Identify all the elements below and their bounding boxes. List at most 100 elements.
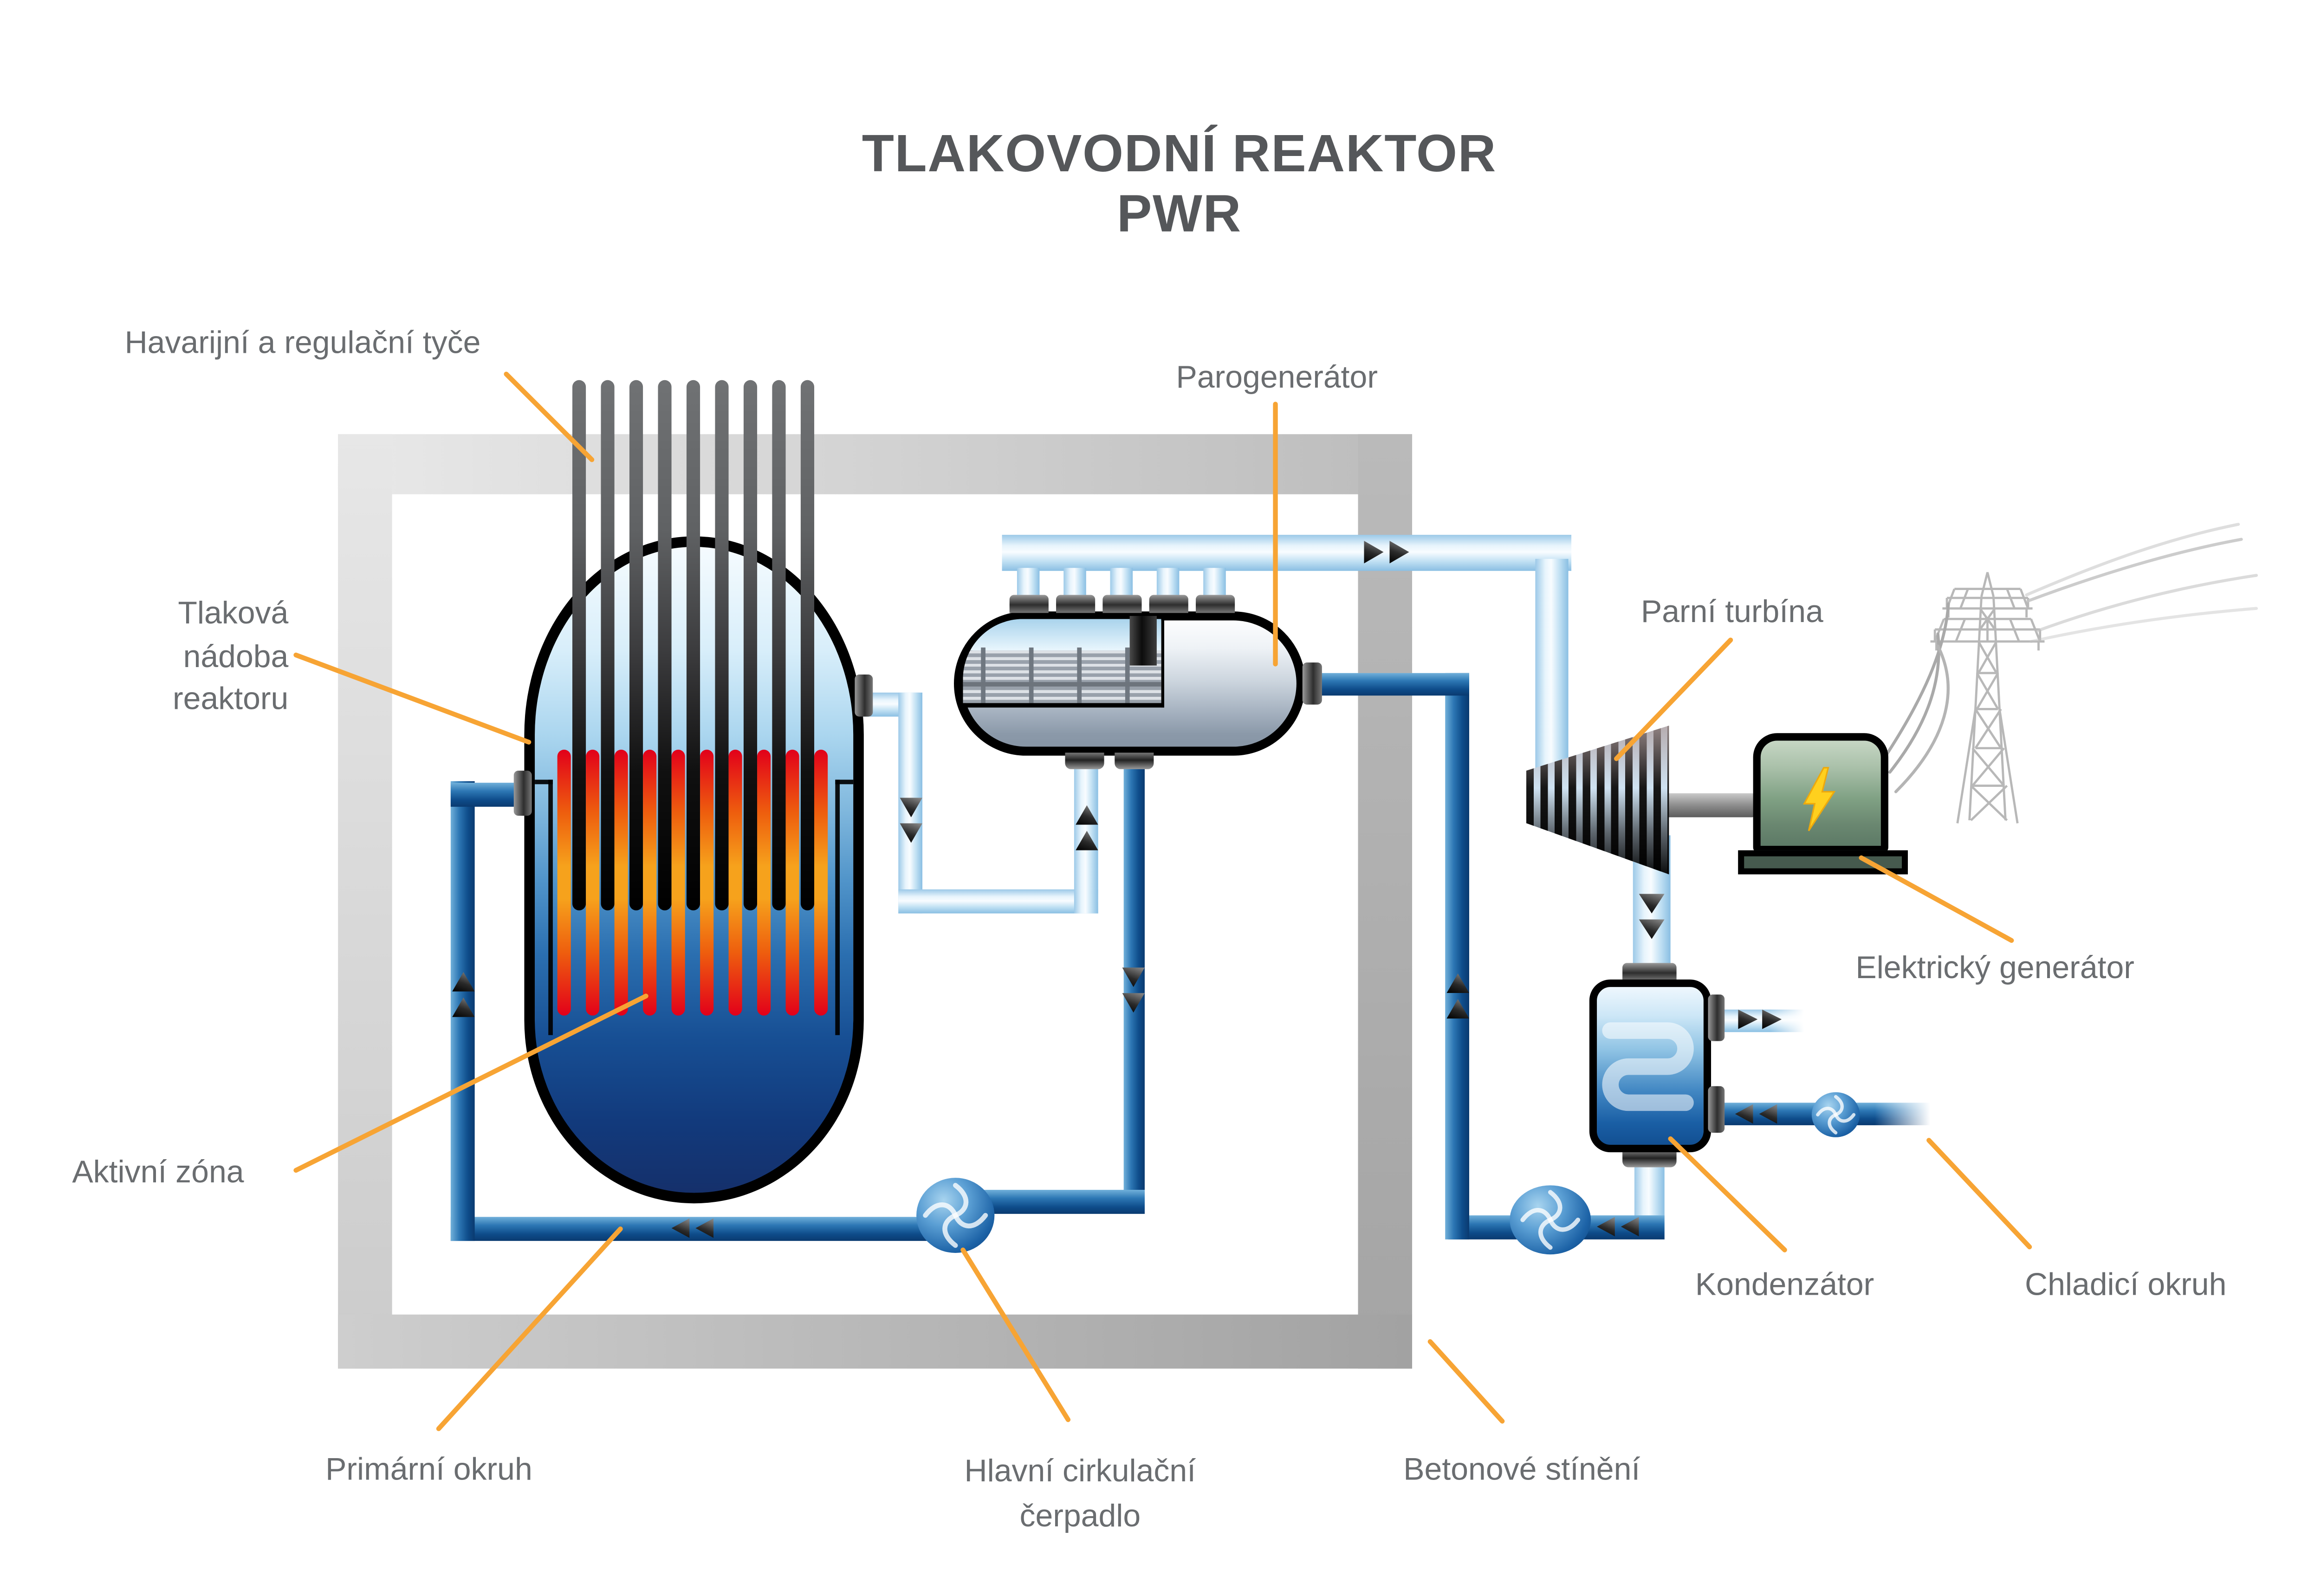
leader-steam-turbine — [1614, 637, 1733, 761]
sg-steam-nozzle — [1056, 595, 1096, 613]
condenser-coil-icon — [1602, 1022, 1694, 1111]
sg-bundle-divider — [963, 682, 1161, 686]
lightning-bolt-icon — [1802, 767, 1836, 831]
condensate-pump — [1510, 1185, 1591, 1255]
sg-steam-nozzle — [1009, 595, 1049, 613]
feedwater-riser-pipe — [1445, 673, 1470, 1239]
steam-riser-2 — [1063, 568, 1086, 598]
main-circulation-pump — [916, 1178, 995, 1253]
leader-cooling-circuit — [1926, 1138, 2032, 1250]
core-barrel-line — [835, 779, 854, 784]
label-condenser: Kondenzátor — [1695, 1268, 1874, 1303]
sg-steam-nozzle — [1102, 595, 1142, 613]
reactor-outlet-nozzle — [855, 675, 873, 717]
hot-leg-bottom — [898, 889, 1098, 914]
sg-center-column — [1129, 616, 1157, 666]
fuel-rod — [614, 749, 628, 1016]
control-rod — [629, 380, 643, 911]
sg-steam-nozzle — [1149, 595, 1188, 613]
steam-riser-4 — [1156, 568, 1180, 598]
sg-water-layer — [963, 619, 1161, 651]
generator-base — [1738, 850, 1908, 875]
condenser-condensate-nozzle — [1622, 1150, 1677, 1168]
sg-tube-support — [1029, 647, 1034, 703]
fuel-rod — [814, 749, 828, 1016]
fuel-rod — [700, 749, 714, 1016]
fuel-rod — [757, 749, 771, 1016]
steam-riser-5 — [1203, 568, 1226, 598]
sg-hotleg-nozzle — [1065, 753, 1104, 769]
sg-tube-support — [1077, 647, 1082, 703]
control-rod — [772, 380, 786, 911]
label-control-rods: Havarijní a regulační tyče — [124, 326, 481, 361]
label-pressure-vessel-line3: reaktoru — [173, 682, 289, 717]
label-pressure-vessel-line1: Tlaková — [178, 596, 289, 631]
control-rod — [658, 380, 672, 911]
label-main-pump-line1: Hlavní cirkulační — [964, 1454, 1196, 1489]
control-rod — [572, 380, 586, 911]
label-concrete-shield: Betonové stínění — [1403, 1453, 1640, 1487]
concrete-shield-right-wall — [1358, 434, 1413, 1369]
control-rod — [686, 380, 700, 911]
condenser-cooling-out-nozzle — [1708, 994, 1725, 1041]
leader-concrete-shield — [1427, 1339, 1505, 1424]
sg-coldleg-nozzle — [1115, 753, 1154, 769]
label-pressure-vessel: Tlaková nádoba reaktoru — [90, 593, 288, 722]
leader-pressure-vessel — [293, 652, 532, 745]
cooling-circuit-pump — [1811, 1092, 1860, 1137]
label-core: Aktivní zóna — [72, 1155, 244, 1190]
turbine-shaft — [1664, 793, 1758, 817]
label-steam-generator: Parogenerátor — [1176, 360, 1378, 396]
leader-electric-generator — [1859, 855, 2014, 943]
reactor-inlet-nozzle — [513, 771, 532, 816]
leader-primary-circuit — [436, 1226, 623, 1431]
control-rod — [800, 380, 815, 911]
leader-main-pump — [960, 1247, 1071, 1422]
label-primary-circuit: Primární okruh — [325, 1453, 532, 1487]
leader-core — [293, 993, 648, 1173]
page-title: TLAKOVODNÍ REAKTOR PWR — [862, 124, 1497, 244]
transmission-tower-icon — [1930, 572, 2045, 824]
fuel-rod — [557, 749, 571, 1016]
control-rod — [743, 380, 758, 911]
label-main-pump: Hlavní cirkulační čerpadlo — [909, 1450, 1251, 1540]
fuel-rod — [586, 749, 600, 1016]
fuel-rod — [671, 749, 685, 1016]
sg-tube-support — [1125, 647, 1130, 703]
sg-tube-support — [981, 647, 985, 703]
core-barrel-line — [835, 779, 839, 1035]
condenser-steam-nozzle — [1622, 963, 1677, 981]
core-barrel-line — [535, 779, 553, 784]
steam-riser-1 — [1017, 568, 1040, 598]
sg-steam-nozzle — [1196, 595, 1235, 613]
label-main-pump-line2: čerpadlo — [1019, 1499, 1141, 1534]
label-cooling-circuit: Chladicí okruh — [2024, 1268, 2227, 1303]
condenser-cooling-in-nozzle — [1708, 1086, 1725, 1133]
pump-impeller-icon — [923, 1183, 988, 1248]
control-rod — [715, 380, 729, 911]
cooling-cold-in-fade — [1874, 1101, 1938, 1127]
label-pressure-vessel-line2: nádoba — [183, 639, 289, 674]
core-barrel-line — [548, 779, 552, 1035]
feedwater-to-sg-pipe — [1316, 673, 1470, 696]
label-steam-turbine: Parní turbína — [1640, 595, 1823, 629]
primary-pipe-reactor-inlet — [450, 783, 520, 807]
steam-header-pipe — [1002, 535, 1572, 571]
label-electric-generator: Elektrický generátor — [1855, 951, 2134, 986]
steam-downcomer-to-turbine — [1535, 558, 1569, 769]
fuel-rod — [728, 749, 742, 1016]
steam-riser-3 — [1110, 568, 1133, 598]
steam-generator-cutaway — [963, 619, 1165, 708]
fuel-rod — [785, 749, 799, 1016]
pump-impeller-icon — [1816, 1095, 1856, 1135]
concrete-shield-left-wall — [338, 434, 392, 1369]
power-lines — [1885, 523, 2258, 793]
leader-control-rods — [504, 371, 595, 462]
control-rod — [601, 380, 615, 911]
concrete-shield-top-wall — [338, 434, 1413, 494]
pump-impeller-icon — [1520, 1190, 1581, 1250]
fuel-rod — [643, 749, 657, 1016]
